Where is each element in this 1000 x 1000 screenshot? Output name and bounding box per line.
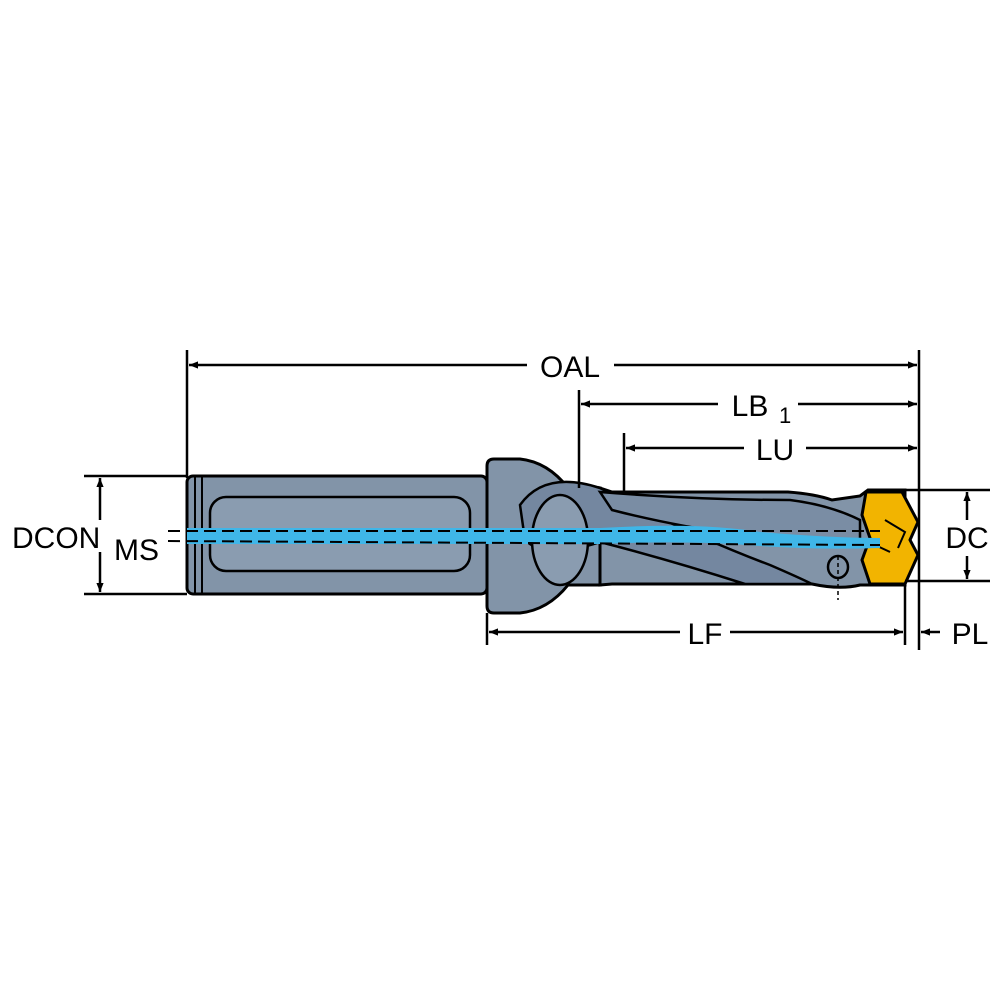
oal-label: OAL [540, 351, 600, 384]
dcon-label: DCON [12, 522, 100, 555]
dc-label: DC [945, 522, 988, 555]
lu-label: LU [756, 434, 794, 467]
lb-subscript: 1 [779, 403, 791, 428]
lf-label: LF [687, 618, 722, 651]
lb-label: LB [732, 390, 769, 423]
dimension-labels: OAL LB 1 LU LF PL DC DCON MS [12, 351, 989, 651]
dcon-subscript: MS [114, 534, 159, 567]
coolant-channel-icon [167, 525, 881, 549]
pl-label: PL [952, 618, 989, 651]
cutting-insert-icon [860, 490, 920, 586]
dimension-lines [84, 350, 990, 650]
